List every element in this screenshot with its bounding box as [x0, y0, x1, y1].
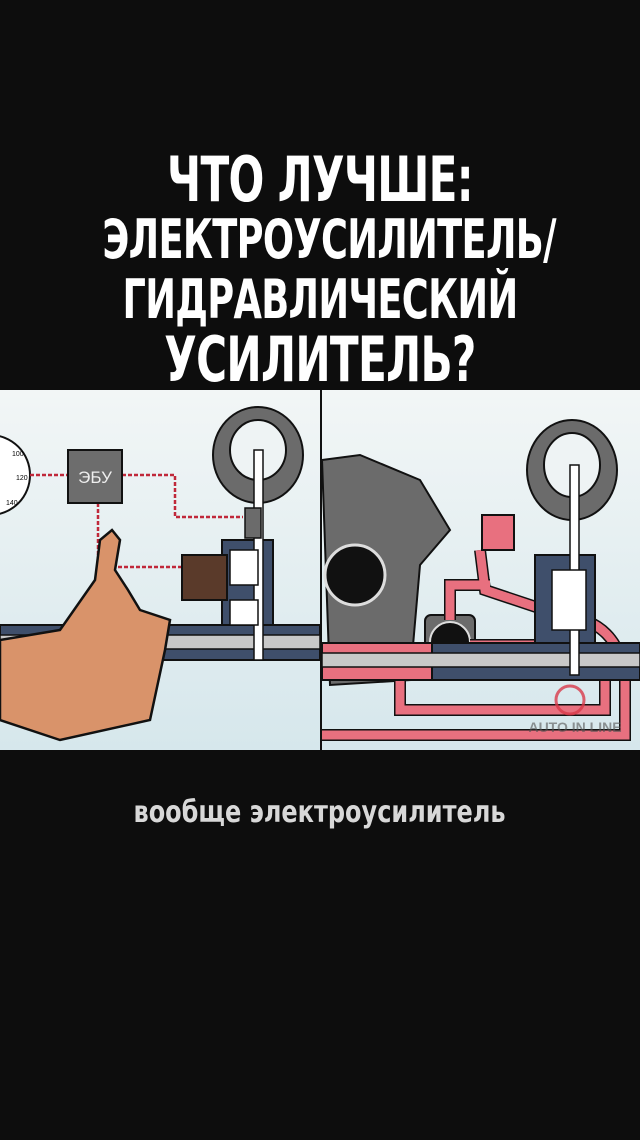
title-line-1: ЧТО ЛУЧШЕ: [167, 143, 474, 216]
steering-comparison-illustration: 100 120 140 ЭБУ [0, 390, 640, 750]
title-line-3: ГИДРАВЛИЧЕСКИЙ [122, 268, 518, 331]
electric-power-steering-diagram: 100 120 140 ЭБУ [0, 406, 321, 742]
speed-tick: 100 [12, 451, 24, 458]
fluid-reservoir [481, 514, 515, 551]
electric-motor [181, 554, 228, 601]
watermark-logo: AUTO IN LINE [528, 684, 622, 735]
title-line-2: ЭЛЕКТРОУСИЛИТЕЛЬ/ [102, 208, 556, 271]
title-line-4: УСИЛИТЕЛЬ? [164, 323, 476, 396]
speed-tick: 140 [6, 500, 18, 507]
speed-tick: 120 [16, 475, 28, 482]
ecu-box: ЭБУ [67, 449, 123, 504]
subtitle-caption: вообще электроусилитель [0, 795, 640, 830]
caption-text: вообще электроусилитель [133, 795, 507, 830]
hydraulic-power-steering-diagram: AUTO IN LINE [320, 419, 640, 741]
thumbs-up-hand [0, 528, 172, 742]
watermark-text: AUTO IN LINE [528, 719, 621, 735]
ecu-label: ЭБУ [78, 468, 112, 487]
video-title: ЧТО ЛУЧШЕ: ЭЛЕКТРОУСИЛИТЕЛЬ/ ГИДРАВЛИЧЕС… [0, 143, 640, 396]
